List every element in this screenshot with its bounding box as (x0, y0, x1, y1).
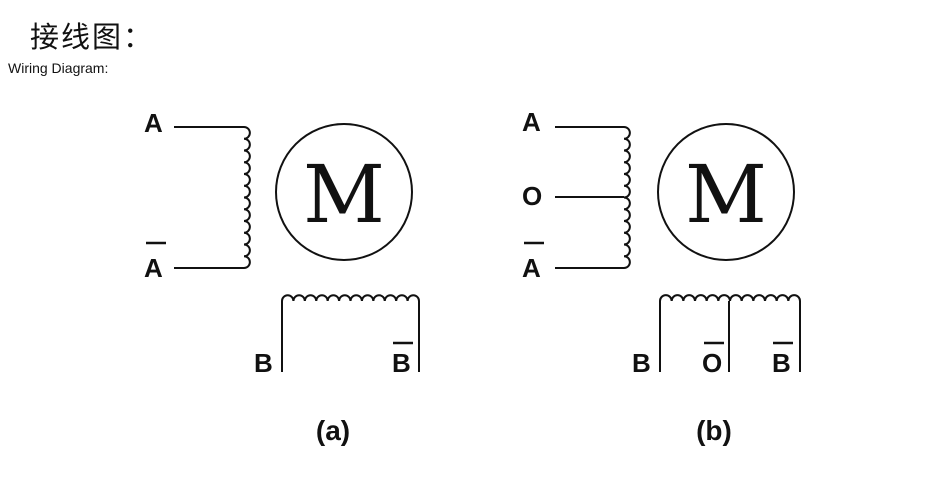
coil-b-start-label: B (254, 348, 273, 378)
page-title-cn: 接线图： (30, 20, 155, 54)
coil-a-end-label: A (144, 253, 163, 283)
motor-label: M (303, 148, 385, 241)
motor-label: M (685, 148, 767, 241)
coil-b-end-label: B (772, 348, 791, 378)
coil-a-winding (243, 126, 251, 269)
page-title-en: Wiring Diagram: (8, 60, 109, 76)
coil-a-start-label: A (522, 107, 541, 137)
coil-a-start-label: A (144, 108, 163, 138)
coil-b-winding (281, 294, 420, 302)
coil-b-center-label: O (702, 348, 722, 378)
coil-a-winding (623, 126, 631, 269)
diagram-b-caption: (b) (696, 415, 732, 446)
motor-symbol (657, 123, 795, 261)
diagram-a: A A M B B (a) (144, 108, 420, 446)
coil-b-end-label: B (392, 348, 411, 378)
coil-a-center-label: O (522, 181, 542, 211)
coil-b-start-label: B (632, 348, 651, 378)
coil-b-winding (659, 294, 801, 302)
diagram-b: A O A M B O B (b) (522, 107, 801, 446)
motor-symbol (275, 123, 413, 261)
diagram-a-caption: (a) (316, 415, 350, 446)
coil-a-end-label: A (522, 253, 541, 283)
